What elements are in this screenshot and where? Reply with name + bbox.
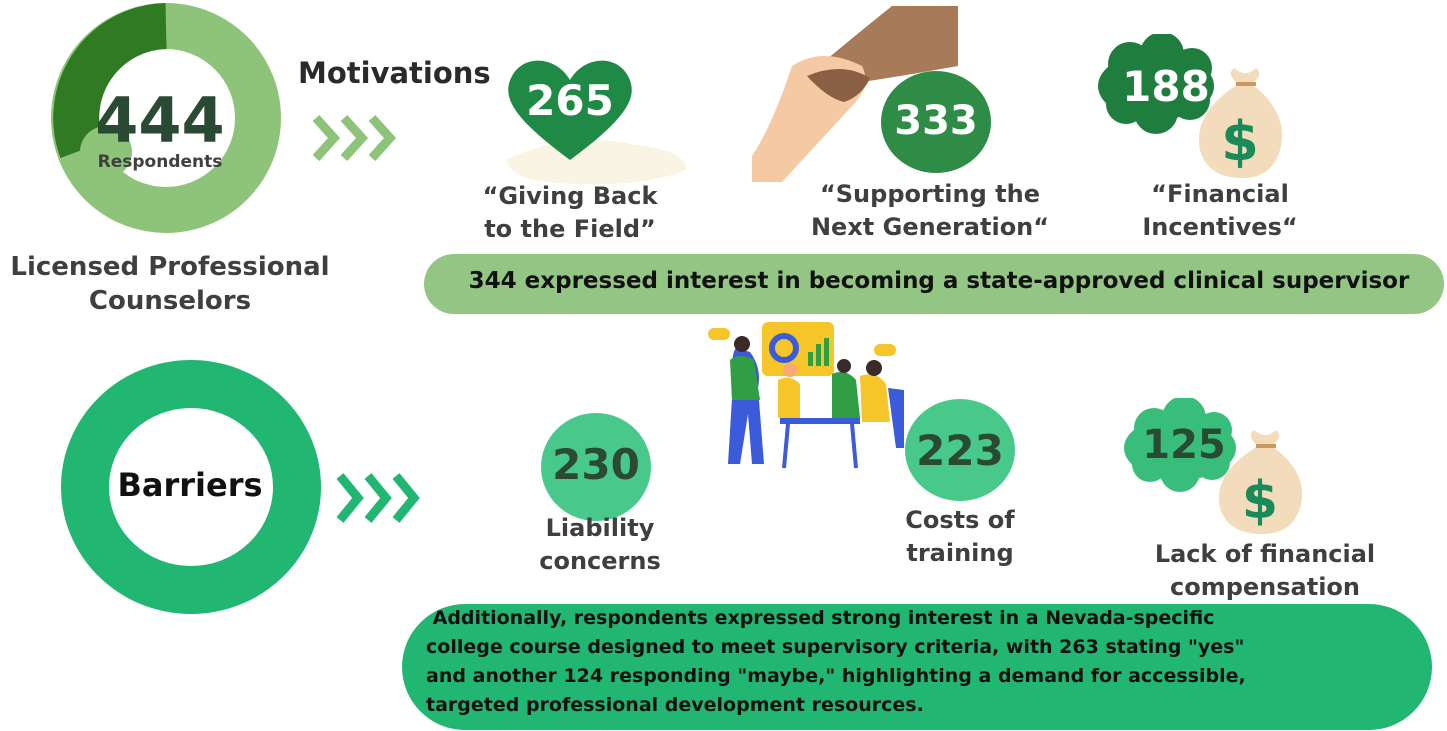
motivation-3-label: “Financial Incentives“ <box>1110 178 1330 244</box>
donut-ring-dark <box>53 3 168 158</box>
respondents-donut <box>51 3 281 233</box>
handshake-icon <box>752 6 958 182</box>
barrier-1-label: Liability concerns <box>500 512 700 578</box>
motivation-1-value: 265 <box>526 76 614 125</box>
motivation-2-circle <box>881 71 991 173</box>
interest-banner: 344 expressed interest in becoming a sta… <box>424 254 1444 314</box>
respondents-count: 444 <box>95 84 225 157</box>
barrier-2-line1: Costs of <box>905 506 1015 534</box>
barrier-2-circle <box>905 399 1015 501</box>
interest-banner-text: 344 expressed interest in becoming a sta… <box>468 268 1410 294</box>
barrier-3-label: Lack of financial compensation <box>1120 538 1410 604</box>
barriers-arrows-icon <box>336 473 420 523</box>
motivation-2-line2: Next Generation“ <box>810 213 1050 241</box>
motivation-3-line2: Incentives“ <box>1142 213 1298 241</box>
barrier-1-line2: concerns <box>539 547 661 575</box>
group-label: Licensed Professional Counselors <box>0 250 340 318</box>
motivations-arrows-icon <box>312 114 397 162</box>
motivation-3-line1: “Financial <box>1151 180 1289 208</box>
group-label-line1: Licensed Professional <box>10 252 330 282</box>
summary-banner: Additionally, respondents expressed stro… <box>402 604 1432 730</box>
barrier-1-line1: Liability <box>545 514 655 542</box>
barriers-donut <box>61 360 321 614</box>
donut-cap <box>80 126 132 178</box>
motivation-2-value: 333 <box>894 98 978 144</box>
summary-line4: targeted professional development resour… <box>426 694 924 716</box>
motivation-2-line1: “Supporting the <box>820 180 1040 208</box>
motivation-2-label: “Supporting the Next Generation“ <box>790 178 1070 244</box>
barrier-3-value: 125 <box>1142 422 1226 468</box>
summary-line3: and another 124 responding "maybe," high… <box>426 665 1246 687</box>
money-bag-icon: $ <box>1124 398 1303 534</box>
barrier-1-circle <box>541 413 651 521</box>
motivation-3-value: 188 <box>1122 62 1210 111</box>
summary-line2: college course designed to meet supervis… <box>426 636 1245 658</box>
barrier-1-value: 230 <box>552 440 640 489</box>
barriers-title: Barriers <box>117 466 263 504</box>
barrier-2-value: 223 <box>916 426 1004 475</box>
respondents-label: Respondents <box>97 152 223 172</box>
barrier-2-label: Costs of training <box>860 504 1060 570</box>
team-meeting-illustration <box>708 322 904 469</box>
group-label-line2: Counselors <box>88 286 252 316</box>
summary-line1: Additionally, respondents expressed stro… <box>426 607 1215 629</box>
motivation-1-line1: “Giving Back <box>482 182 658 210</box>
barrier-3-line2: compensation <box>1169 573 1361 601</box>
svg-text:$: $ <box>1221 110 1259 173</box>
svg-text:$: $ <box>1242 471 1278 531</box>
barrier-3-line1: Lack of financial <box>1154 540 1376 568</box>
motivations-title: Motivations <box>298 56 491 90</box>
motivation-1-label: “Giving Back to the Field” <box>455 180 685 246</box>
money-bag-icon: $ <box>1098 34 1283 178</box>
motivation-1-line2: to the Field” <box>484 215 656 243</box>
barrier-2-line2: training <box>906 539 1014 567</box>
heart-icon <box>506 60 686 185</box>
